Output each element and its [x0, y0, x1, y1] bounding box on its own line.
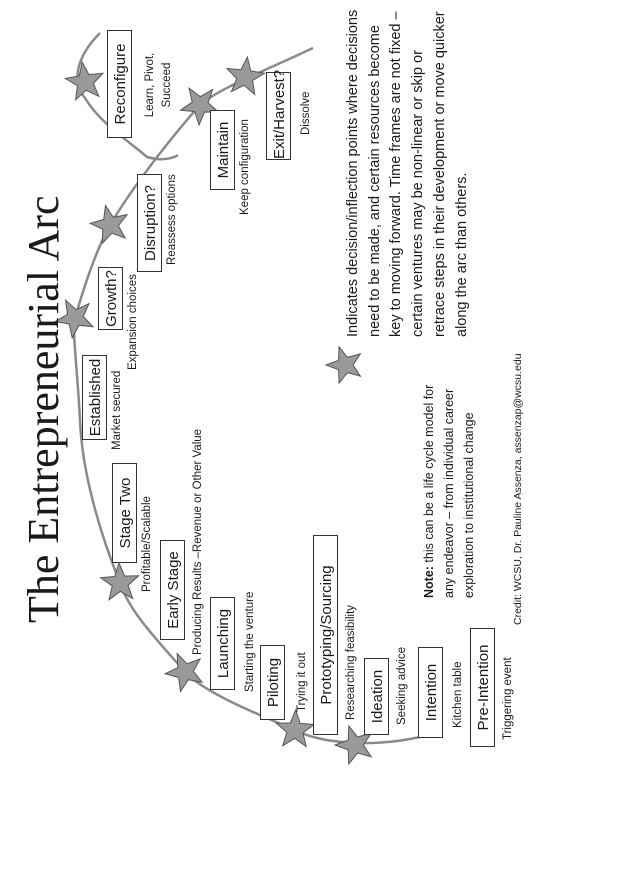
caption-ideation: Seeking advice [396, 647, 408, 725]
caption-maintain: Keep configuration [239, 119, 251, 215]
stage-established: Established [82, 355, 107, 440]
decision-star-icon [225, 55, 267, 96]
stage-reconfigure: Reconfigure [107, 30, 132, 138]
credit-text: Credit: WCSU, Dr. Pauline Assenza, assen… [512, 353, 524, 625]
caption-pre-intention: Triggering event [502, 657, 514, 740]
caption-exit: Dissolve [300, 91, 312, 135]
decision-star-icon [274, 708, 316, 748]
caption-intention: Kitchen table [452, 661, 464, 729]
legend-text: Indicates decision/inflection points whe… [345, 9, 470, 337]
stage-growth: Growth? [98, 267, 123, 330]
decision-star-icon [333, 724, 373, 766]
caption-growth: Expansion choices [127, 274, 139, 370]
stage-intention: Intention [418, 647, 443, 738]
stage-exit: Exit/Harvest? [266, 70, 291, 160]
decision-star-icon [179, 86, 221, 127]
note-label: Note: [422, 566, 436, 598]
stage-early: Early Stage [160, 540, 185, 640]
caption-stage-two: Profitable/Scalable [141, 496, 153, 592]
caption-early: Producing Results –Revenue or Other Valu… [192, 428, 204, 655]
stage-prototyping: Prototyping/Sourcing [313, 535, 338, 735]
page-title: The Entrepreneurial Arc [19, 195, 68, 623]
legend-star-icon [324, 345, 362, 385]
stage-two: Stage Two [112, 463, 137, 563]
stage-disruption: Disruption? [137, 174, 162, 272]
stage-maintain: Maintain [210, 110, 235, 190]
caption-established: Market secured [111, 370, 123, 450]
caption-reconfigure: Learn, Pivot, Succeed [142, 37, 176, 133]
decision-star-icon [99, 561, 141, 602]
caption-reconfigure-line1: Learn, Pivot, [144, 52, 156, 118]
stage-piloting: Piloting [260, 645, 285, 720]
note-body: this can be a life cycle model for any e… [422, 384, 476, 598]
caption-disruption: Reassess options [166, 174, 178, 265]
stage-ideation: Ideation [364, 658, 389, 735]
decision-star-icon [63, 60, 105, 101]
caption-reconfigure-line2: Succeed [161, 62, 173, 108]
caption-prototyping: Researching feasibility [345, 604, 357, 720]
decision-star-icon [53, 299, 95, 340]
stage-pre-intention: Pre-Intention [470, 628, 495, 747]
stage-launching: Launching [210, 597, 235, 690]
decision-star-icon [163, 652, 204, 693]
main-arc [72, 46, 421, 745]
decision-star-icon [88, 204, 129, 245]
note-text: Note: this can be a life cycle model for… [419, 378, 479, 598]
caption-launching: Starting the venture [244, 591, 256, 692]
caption-piloting: Trying it out [296, 652, 308, 712]
